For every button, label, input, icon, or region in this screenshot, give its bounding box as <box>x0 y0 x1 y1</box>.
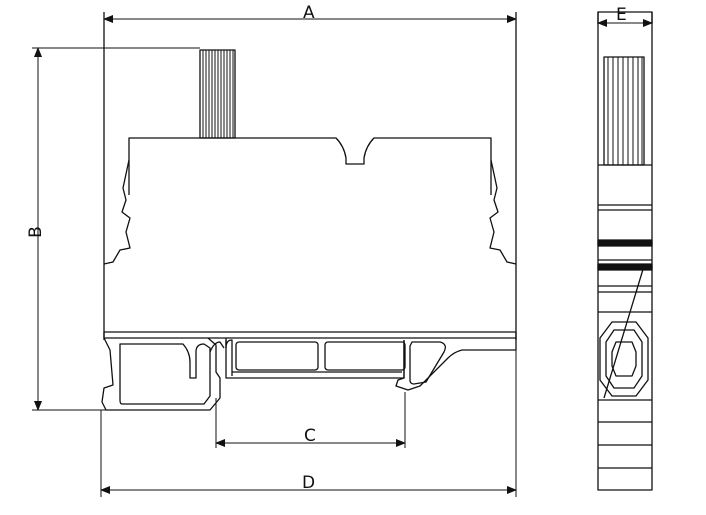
dimension-label-c: C <box>304 426 316 446</box>
side-window <box>599 265 649 399</box>
dimension-label-e: E <box>616 5 627 25</box>
dimension-label-d: D <box>302 473 315 493</box>
screw-head-front <box>199 49 236 139</box>
screw-head-side <box>603 56 645 166</box>
front-view <box>101 12 517 411</box>
dimension-label-a: A <box>303 3 315 23</box>
side-body-outline <box>597 11 653 491</box>
dimension-lines <box>32 15 653 497</box>
base-band <box>103 332 517 339</box>
side-view <box>597 11 653 491</box>
left-clip <box>103 159 131 265</box>
terminal-body-outline <box>103 12 517 333</box>
dimension-label-b: B <box>26 226 46 238</box>
right-clip <box>489 159 517 265</box>
rail-foot-left <box>101 337 221 411</box>
top-cover <box>128 137 492 195</box>
side-bands <box>597 164 653 469</box>
rail-hook-right <box>395 338 517 391</box>
